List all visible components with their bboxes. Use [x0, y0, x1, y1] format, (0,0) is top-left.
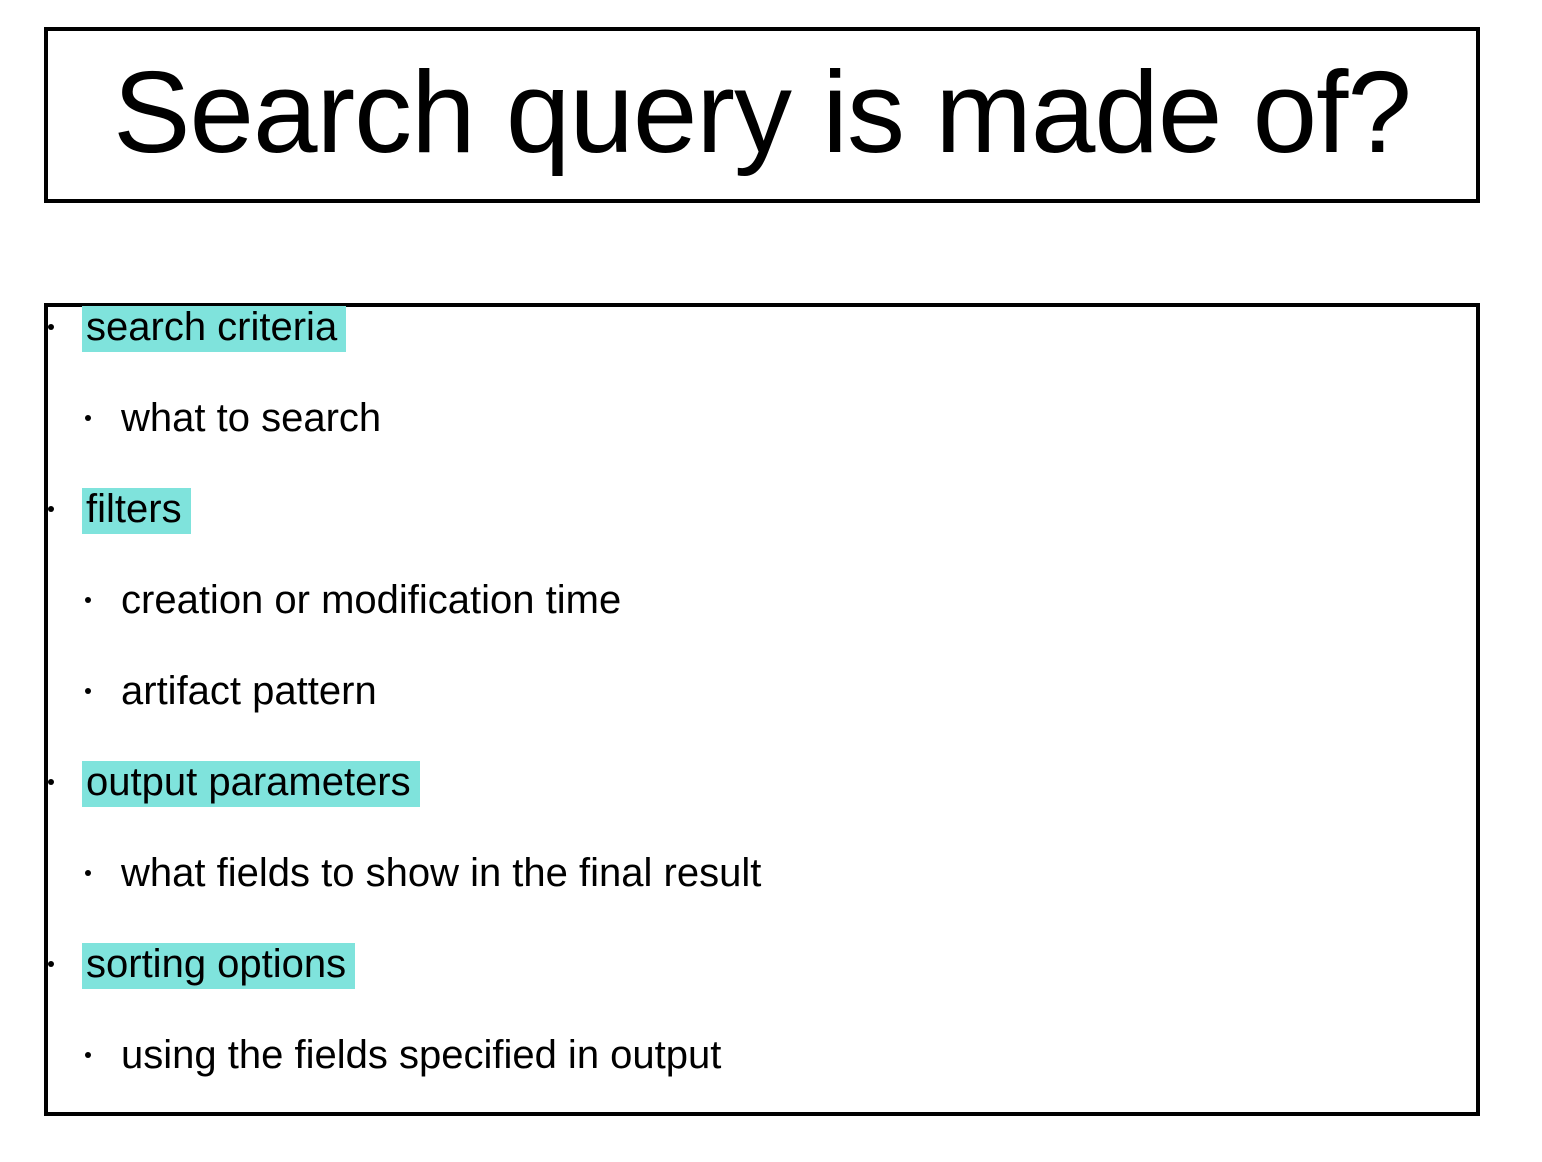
list-item: what fields to show in the final result	[48, 853, 1476, 944]
list-item-label: search criteria	[82, 306, 347, 352]
list-item-label: creation or modification time	[121, 578, 622, 622]
bullet-icon	[85, 597, 91, 603]
bullet-icon	[48, 961, 54, 967]
list-item-label: what fields to show in the final result	[121, 851, 762, 895]
bullet-list: search criteria what to search filters c…	[48, 306, 1476, 1126]
bullet-icon	[85, 415, 91, 421]
bullet-icon	[85, 1052, 91, 1058]
bullet-icon	[48, 779, 54, 785]
list-item-label: sorting options	[82, 943, 356, 989]
bullet-icon	[48, 506, 54, 512]
slide-title: Search query is made of?	[113, 47, 1412, 177]
list-item-label: artifact pattern	[121, 669, 377, 713]
content-box: search criteria what to search filters c…	[44, 303, 1480, 1116]
list-item: what to search	[48, 398, 1476, 489]
list-item: search criteria	[48, 306, 1476, 398]
list-item-label: filters	[82, 488, 191, 534]
list-item-label: using the fields specified in output	[121, 1033, 722, 1077]
title-box: Search query is made of?	[44, 27, 1480, 203]
list-item: sorting options	[48, 943, 1476, 1035]
list-item: using the fields specified in output	[48, 1035, 1476, 1126]
list-item: creation or modification time	[48, 580, 1476, 671]
list-item-label: output parameters	[82, 761, 420, 807]
bullet-icon	[85, 870, 91, 876]
bullet-icon	[48, 324, 54, 330]
bullet-icon	[85, 688, 91, 694]
list-item: output parameters	[48, 761, 1476, 853]
list-item: filters	[48, 488, 1476, 580]
list-item: artifact pattern	[48, 671, 1476, 762]
list-item-label: what to search	[121, 396, 382, 440]
